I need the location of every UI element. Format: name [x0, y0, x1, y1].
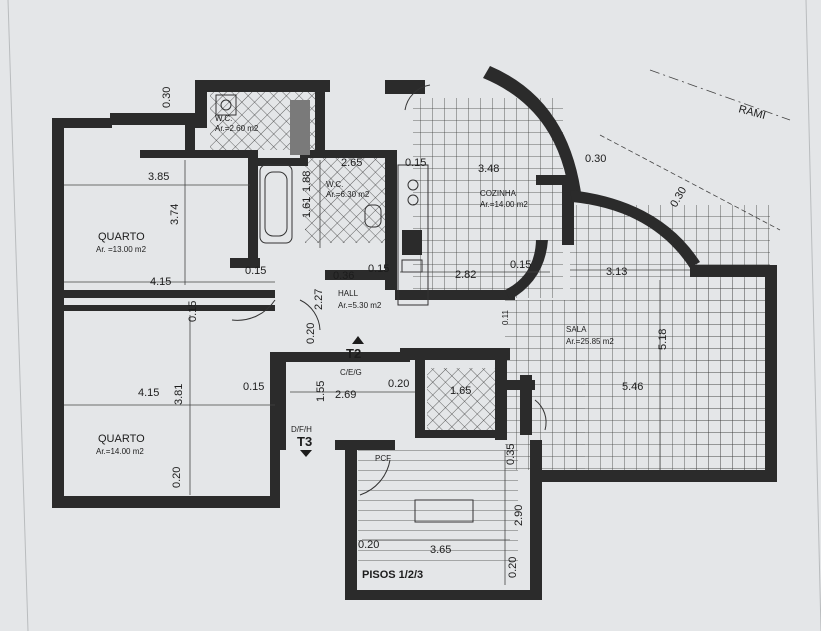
room-quarto-top-area: Ar. =13.00 m2: [96, 245, 147, 254]
dim-020-hall: 0.20: [305, 323, 317, 344]
t2-arrow-icon: [352, 336, 364, 344]
dim-015-k: 0.15: [510, 259, 531, 271]
dim-282: 2.82: [455, 269, 476, 281]
dim-015-corr: 0.15: [187, 301, 199, 322]
oven-icon: [402, 230, 422, 255]
paper-fold: [7, 0, 29, 631]
lift-hatch: [427, 368, 497, 430]
dim-546: 5.46: [622, 381, 643, 393]
dim-374: 3.74: [169, 204, 181, 225]
dim-015-wc: 0.15: [405, 157, 426, 169]
room-wc-mid-area: Ar.=6.30 m2: [326, 190, 370, 199]
dimension-lines: [64, 69, 791, 585]
room-quarto-bottom-area: Ar.=14.00 m2: [96, 447, 144, 456]
dim-030-right: 0.30: [585, 153, 606, 165]
dim-015-hall-l: 0.15: [245, 265, 266, 277]
dim-518: 5.18: [657, 329, 669, 350]
bathtub-icon: [259, 164, 293, 244]
dimension-labels: 0.30 3.85 3.74 2.65 0.15 3.48 0.30 0.30 …: [138, 87, 689, 578]
marker-t3-code: T3: [297, 434, 312, 449]
dim-381: 3.81: [173, 384, 185, 405]
dim-415-top: 4.15: [150, 276, 171, 288]
room-cozinha-area: Ar.=14.00 m2: [480, 200, 528, 209]
dim-313: 3.13: [606, 266, 627, 278]
dim-020-st: 0.20: [358, 539, 379, 551]
dim-020-q: 0.20: [171, 467, 183, 488]
dim-188: 1.88: [301, 171, 313, 192]
dim-011: 0.11: [501, 309, 510, 325]
dim-035: 0.35: [505, 444, 517, 465]
dim-227: 2.27: [313, 289, 325, 310]
dim-036: 0.36: [333, 270, 354, 282]
room-sala-area: Ar.=25.85 m2: [566, 337, 614, 346]
room-wc-top-name: W.C.: [215, 114, 232, 123]
marker-pcf: PCF: [375, 454, 391, 463]
stove-icon: [407, 179, 419, 191]
paper-edge: [805, 0, 821, 631]
dim-020-st-r: 0.20: [507, 557, 519, 578]
walls: [52, 66, 777, 600]
room-sala-name: SALA: [566, 325, 587, 334]
dim-290: 2.90: [513, 505, 525, 526]
dim-161: 1.61: [301, 197, 313, 218]
dim-415-bot: 4.15: [138, 387, 159, 399]
living-tile-right: [690, 280, 770, 475]
stair-landing: [414, 499, 474, 523]
kitchen-counter: [397, 164, 429, 306]
fixtures: [215, 94, 474, 523]
dim-348: 3.48: [478, 163, 499, 175]
marker-floors: PISOS 1/2/3: [362, 569, 423, 581]
dim-365: 3.65: [430, 544, 451, 556]
room-wc-mid-name: W.C.: [326, 180, 343, 189]
marker-t2-code: T2: [346, 346, 361, 361]
t3-arrow-icon: [300, 450, 312, 457]
room-wc-top-area: Ar.=2.60 m2: [215, 124, 259, 133]
room-quarto-top-name: QUARTO: [98, 231, 145, 243]
room-hall-area: Ar.=5.30 m2: [338, 301, 382, 310]
dim-385: 3.85: [148, 171, 169, 183]
wc-mid-tile: [305, 158, 390, 243]
room-cozinha-name: COZINHA: [480, 189, 517, 198]
staircase: [358, 445, 518, 570]
marker-t3-sub: D/F/H: [291, 425, 312, 434]
dim-155: 1.55: [315, 381, 327, 402]
dim-020-lift: 0.20: [388, 378, 409, 390]
dim-165: 1.65: [450, 385, 471, 397]
doors: [231, 84, 547, 496]
dim-015-hall-r: 0.15: [368, 263, 389, 275]
sink-icon: [215, 94, 237, 116]
dim-265: 2.65: [341, 157, 362, 169]
dim-015-q: 0.15: [243, 381, 264, 393]
dim-030-top: 0.30: [161, 87, 173, 108]
dim-269: 2.69: [335, 389, 356, 401]
room-hall-name: HALL: [338, 289, 359, 298]
toilet-icon: [364, 204, 382, 228]
room-quarto-bottom-name: QUARTO: [98, 433, 145, 445]
marker-t2-sub: C/E/G: [340, 368, 362, 377]
